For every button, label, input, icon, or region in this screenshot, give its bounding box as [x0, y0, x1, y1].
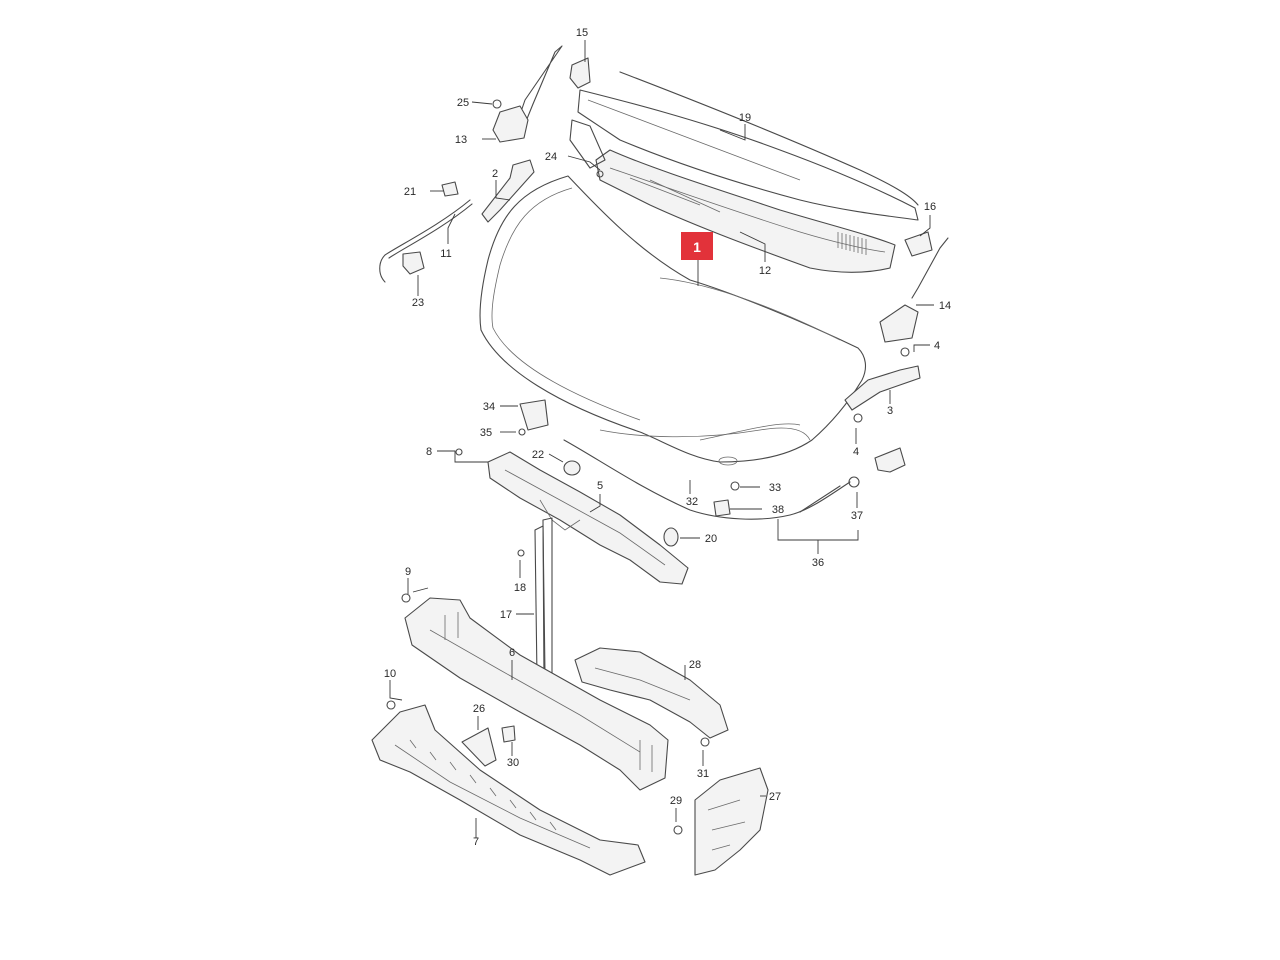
- label-15[interactable]: 15: [576, 27, 588, 39]
- label-20[interactable]: 20: [705, 533, 717, 545]
- highlight-box: [681, 232, 713, 260]
- cowl-top-panel[interactable]: [595, 149, 896, 273]
- label-4-top[interactable]: 4: [934, 340, 940, 352]
- hood-panel[interactable]: [479, 175, 867, 466]
- label-5[interactable]: 5: [597, 480, 603, 492]
- lock-platform[interactable]: [487, 451, 689, 585]
- label-28[interactable]: 28: [689, 659, 701, 671]
- hood-release-cable[interactable]: [563, 439, 906, 520]
- hood-prop-rod[interactable]: [379, 181, 473, 283]
- label-6[interactable]: 6: [509, 647, 515, 659]
- label-23[interactable]: 23: [412, 297, 424, 309]
- label-9[interactable]: 9: [405, 566, 411, 578]
- label-3[interactable]: 3: [887, 405, 893, 417]
- label-30[interactable]: 30: [507, 757, 519, 769]
- label-32[interactable]: 32: [686, 496, 698, 508]
- clips: [663, 499, 731, 547]
- label-19[interactable]: 19: [739, 112, 751, 124]
- label-10[interactable]: 10: [384, 668, 396, 680]
- cowl-vent-grille: [837, 232, 867, 255]
- label-27[interactable]: 27: [769, 791, 781, 803]
- bumper-reinforcement[interactable]: [371, 704, 646, 876]
- label-37[interactable]: 37: [851, 510, 863, 522]
- label-16[interactable]: 16: [924, 201, 936, 213]
- label-13[interactable]: 13: [455, 134, 467, 146]
- label-34[interactable]: 34: [483, 401, 495, 413]
- hood-latch-bracket[interactable]: [519, 399, 581, 476]
- label-8[interactable]: 8: [426, 446, 432, 458]
- label-24[interactable]: 24: [545, 151, 557, 163]
- label-29[interactable]: 29: [670, 795, 682, 807]
- bracket-26[interactable]: [461, 725, 516, 767]
- label-4-bottom[interactable]: 4: [853, 446, 859, 458]
- label-2[interactable]: 2: [492, 168, 498, 180]
- radiator-support-upper[interactable]: [404, 597, 669, 791]
- deflector-27[interactable]: [694, 767, 769, 876]
- label-25[interactable]: 25: [457, 97, 469, 109]
- part-number-labels: 15 25 13 24 2 21 11 23 19 12 16 14 4 3 4…: [384, 27, 951, 848]
- leader-lines: [389, 40, 934, 838]
- label-36[interactable]: 36: [812, 557, 824, 569]
- label-12[interactable]: 12: [759, 265, 771, 277]
- center-stay[interactable]: [534, 517, 553, 683]
- label-38[interactable]: 38: [772, 504, 784, 516]
- label-14[interactable]: 14: [939, 300, 951, 312]
- label-7[interactable]: 7: [473, 836, 479, 848]
- label-21[interactable]: 21: [404, 186, 416, 198]
- fasteners: [386, 170, 910, 835]
- highlight-callout-1[interactable]: 1: [681, 232, 713, 260]
- label-22[interactable]: 22: [532, 449, 544, 461]
- hood-hinge-left[interactable]: [481, 45, 591, 223]
- label-33[interactable]: 33: [769, 482, 781, 494]
- label-11[interactable]: 11: [440, 248, 451, 260]
- label-17[interactable]: 17: [500, 609, 512, 621]
- label-26[interactable]: 26: [473, 703, 485, 715]
- label-35[interactable]: 35: [480, 427, 492, 439]
- label-18[interactable]: 18: [514, 582, 526, 594]
- label-31[interactable]: 31: [697, 768, 709, 780]
- air-guide-28[interactable]: [574, 647, 729, 739]
- highlight-label: 1: [693, 239, 701, 255]
- hood-hinge-right[interactable]: [844, 231, 949, 411]
- cowl-upper-panel[interactable]: [569, 71, 919, 221]
